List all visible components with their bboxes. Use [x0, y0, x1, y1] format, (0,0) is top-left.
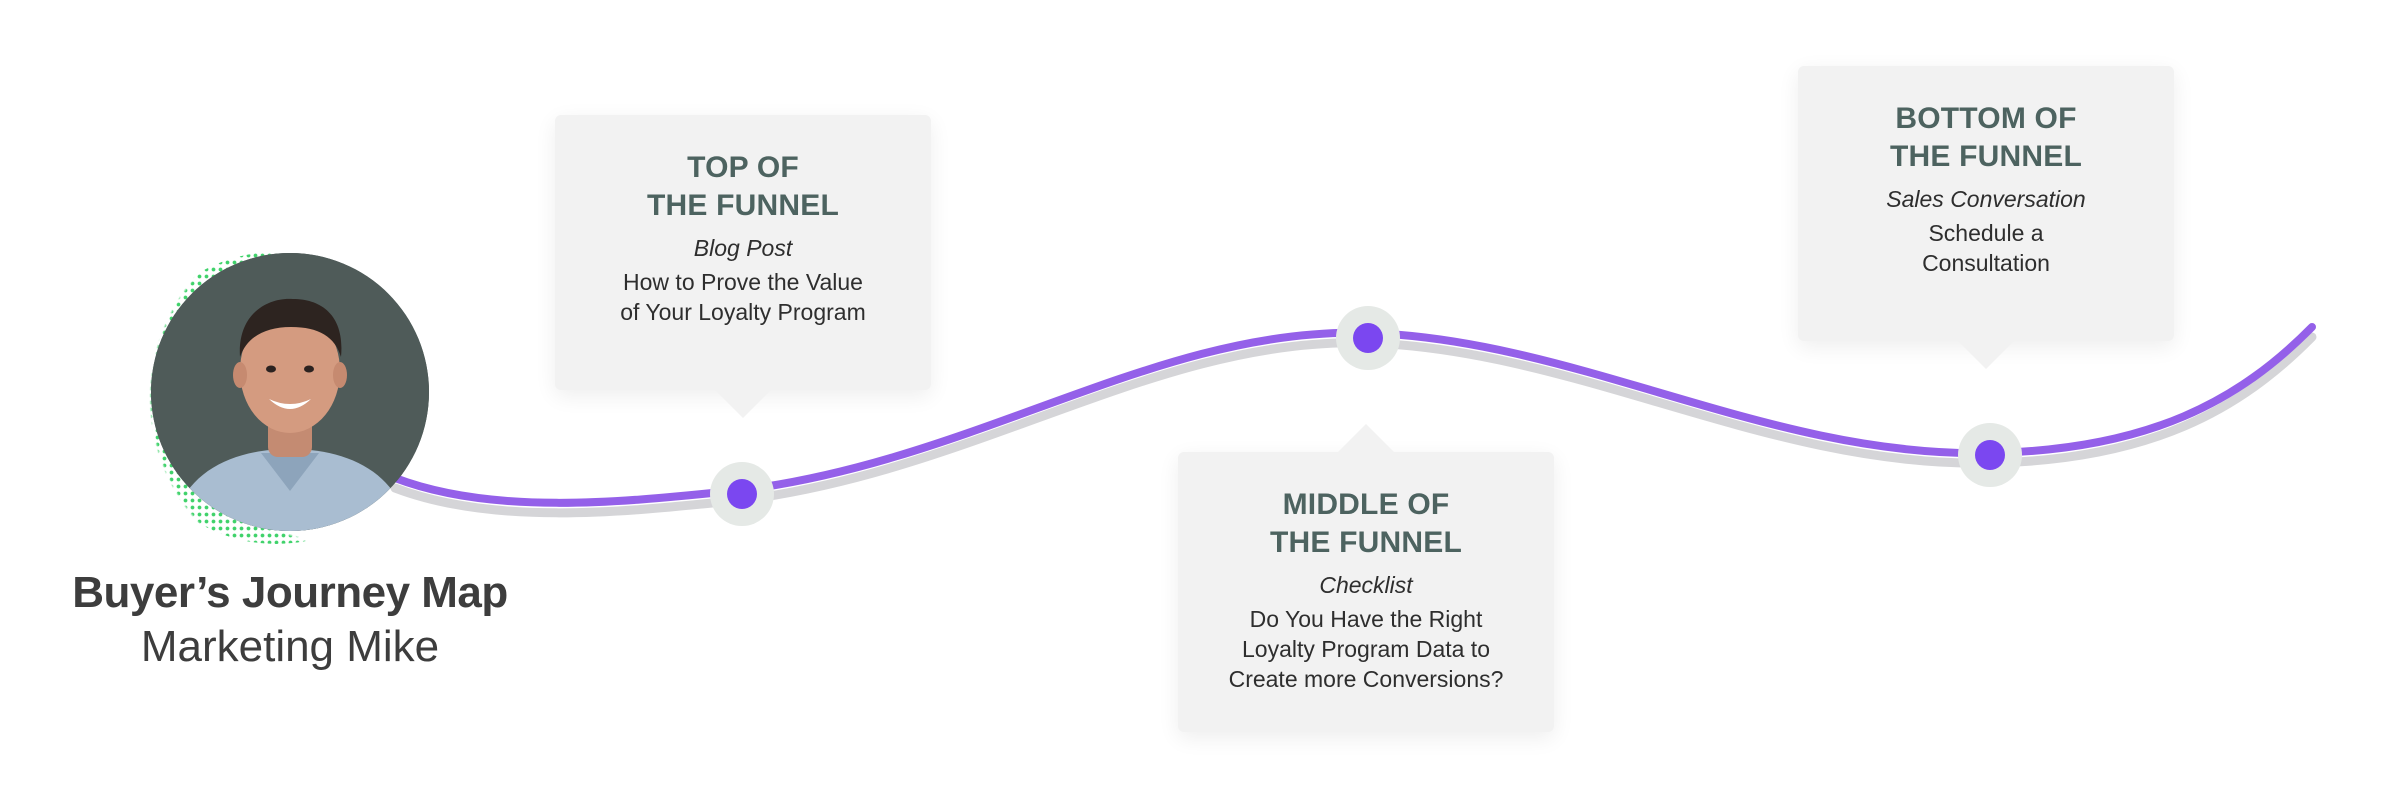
stage-content-type: Sales Conversation	[1886, 186, 2086, 212]
stage-content-type: Checklist	[1319, 572, 1413, 598]
callout-pointer	[1338, 424, 1394, 452]
stage-description: How to Prove the Value of Your Loyalty P…	[620, 269, 866, 325]
stage-card-top: TOP OF THE FUNNEL Blog Post How to Prove…	[555, 115, 931, 418]
stage-card-bottom: BOTTOM OF THE FUNNEL Sales Conversation …	[1798, 66, 2174, 369]
callout-pointer	[1958, 341, 2014, 369]
stage-node-middle	[1336, 306, 1400, 370]
stage-description: Schedule a Consultation	[1922, 220, 2050, 276]
stage-description: Do You Have the Right Loyalty Program Da…	[1228, 606, 1504, 692]
callout-pointer	[715, 390, 771, 418]
persona-avatar	[151, 253, 429, 531]
stage-node-top	[710, 462, 774, 526]
stage-heading: BOTTOM OF THE FUNNEL	[1890, 102, 2082, 173]
stage-content-type: Blog Post	[693, 235, 793, 261]
persona-name: Marketing Mike	[140, 622, 440, 671]
stage-node-bottom	[1958, 423, 2022, 487]
stage-heading: MIDDLE OF THE FUNNEL	[1270, 488, 1462, 559]
stage-heading: TOP OF THE FUNNEL	[647, 151, 839, 222]
persona-title: Buyer’s Journey Map	[72, 568, 508, 617]
stage-card-middle: MIDDLE OF THE FUNNEL Checklist Do You Ha…	[1178, 424, 1554, 732]
persona-portrait-icon	[151, 253, 429, 531]
